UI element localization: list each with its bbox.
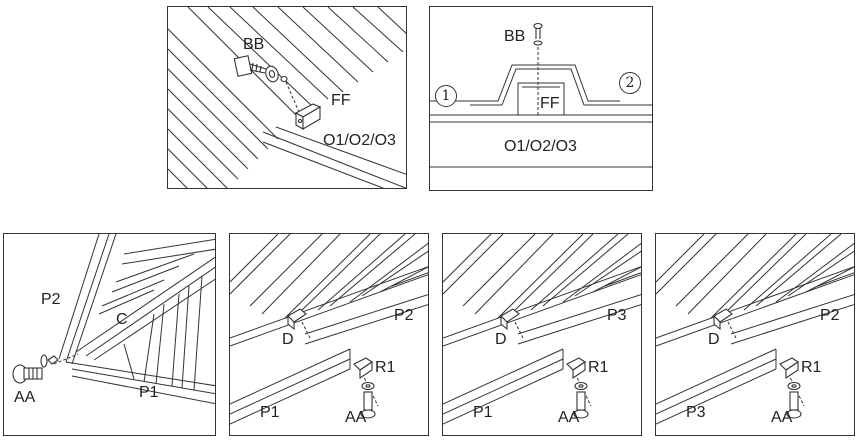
- roof-bracket-illustration: [168, 7, 406, 188]
- bracket-label-d: D: [282, 331, 294, 348]
- bracket-label-r1: R1: [801, 359, 822, 376]
- panel-roof-bracket-detail: BB FF O1/O2/O3: [167, 6, 407, 189]
- bolt-label-bb: BB: [243, 36, 265, 53]
- panel-label-lower: P3: [686, 404, 706, 421]
- panel-label-p1: P1: [139, 384, 159, 401]
- panel-joint-p2-p1: D P2 R1 P1 AA: [229, 233, 429, 436]
- joint-illustration: [443, 234, 641, 425]
- bracket-label-ff: FF: [331, 92, 351, 109]
- bracket-label-r1: R1: [375, 359, 396, 376]
- panel-corner-assembly: P2 C AA P1: [3, 233, 216, 436]
- bolt-label-aa: AA: [345, 409, 367, 426]
- beam-label: O1/O2/O3: [504, 138, 577, 155]
- marker-right: 2: [619, 72, 641, 94]
- panel-label-lower: P1: [260, 404, 280, 421]
- bracket-label-d: D: [708, 331, 720, 348]
- joint-illustration: [656, 234, 854, 425]
- panel-label-upper: P2: [394, 307, 414, 324]
- panel-cross-section: BB FF O1/O2/O3 1 2: [429, 6, 653, 191]
- beam-label: O1/O2/O3: [323, 132, 396, 149]
- panel-label-lower: P1: [473, 404, 493, 421]
- panel-joint-p3-p1: D P3 R1 P1 AA: [442, 233, 642, 436]
- panel-joint-p2-p3: D P2 R1 P3 AA: [655, 233, 855, 436]
- panel-label-upper: P3: [607, 307, 627, 324]
- corner-label-c: C: [116, 311, 128, 328]
- bracket-label-d: D: [495, 331, 507, 348]
- bracket-label-r1: R1: [588, 359, 609, 376]
- panel-label-p2: P2: [41, 291, 61, 308]
- corner-assembly-illustration: [12, 234, 215, 405]
- bolt-label-aa: AA: [771, 409, 793, 426]
- bolt-label-aa: AA: [558, 409, 580, 426]
- panel-label-upper: P2: [820, 307, 840, 324]
- bolt-label-bb: BB: [504, 28, 526, 45]
- bracket-label-ff: FF: [540, 95, 560, 112]
- bolt-label-aa: AA: [14, 389, 36, 406]
- marker-left: 1: [435, 85, 457, 107]
- joint-illustration: [230, 234, 428, 425]
